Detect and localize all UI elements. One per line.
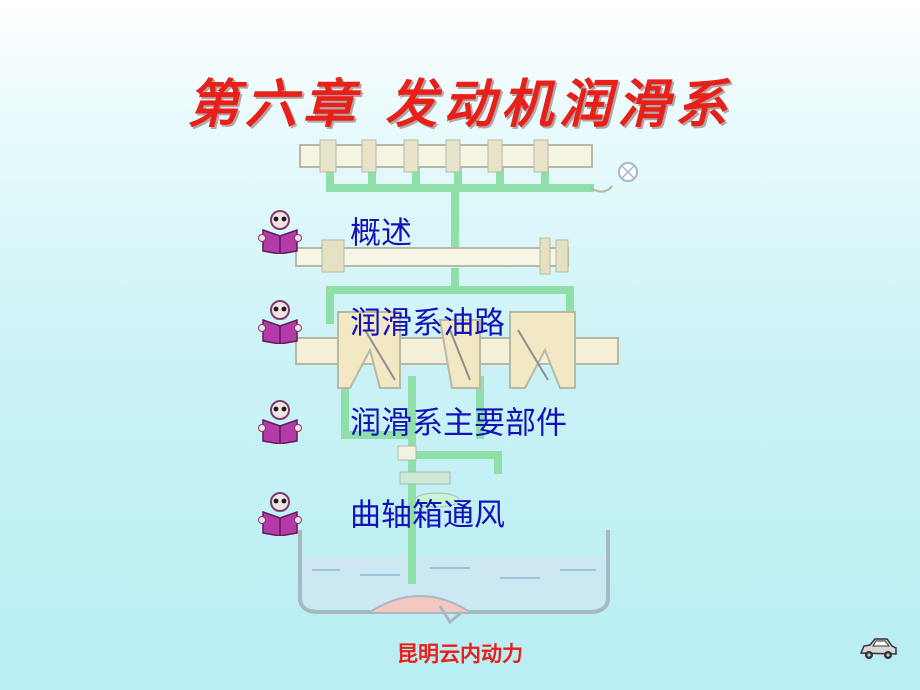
car-icon[interactable] (858, 636, 898, 662)
bullet-label: 润滑系主要部件 (350, 405, 567, 442)
book-reader-icon (258, 300, 302, 344)
crankshaft (295, 311, 619, 389)
footer-company: 昆明云内动力 (397, 642, 523, 666)
camshaft (299, 139, 638, 193)
bullet-item-oil-circuit[interactable]: 润滑系油路 (258, 298, 505, 344)
oil-galleries (326, 166, 594, 584)
book-reader-icon (258, 492, 302, 536)
rocker-shaft (295, 237, 569, 275)
slide-title: 第六章 发动机润滑系 (186, 74, 734, 135)
bullet-item-crankcase-ventilation[interactable]: 曲轴箱通风 (258, 490, 505, 536)
bullet-label: 曲轴箱通风 (350, 497, 505, 534)
oil-pan (298, 530, 610, 625)
bullet-item-main-components[interactable]: 润滑系主要部件 (258, 398, 567, 444)
book-reader-icon (258, 400, 302, 444)
book-reader-icon (258, 210, 302, 254)
oil-pump (397, 445, 460, 508)
bullet-label: 润滑系油路 (350, 305, 505, 342)
bullet-item-overview[interactable]: 概述 (258, 208, 412, 254)
bullet-label: 概述 (350, 215, 412, 252)
